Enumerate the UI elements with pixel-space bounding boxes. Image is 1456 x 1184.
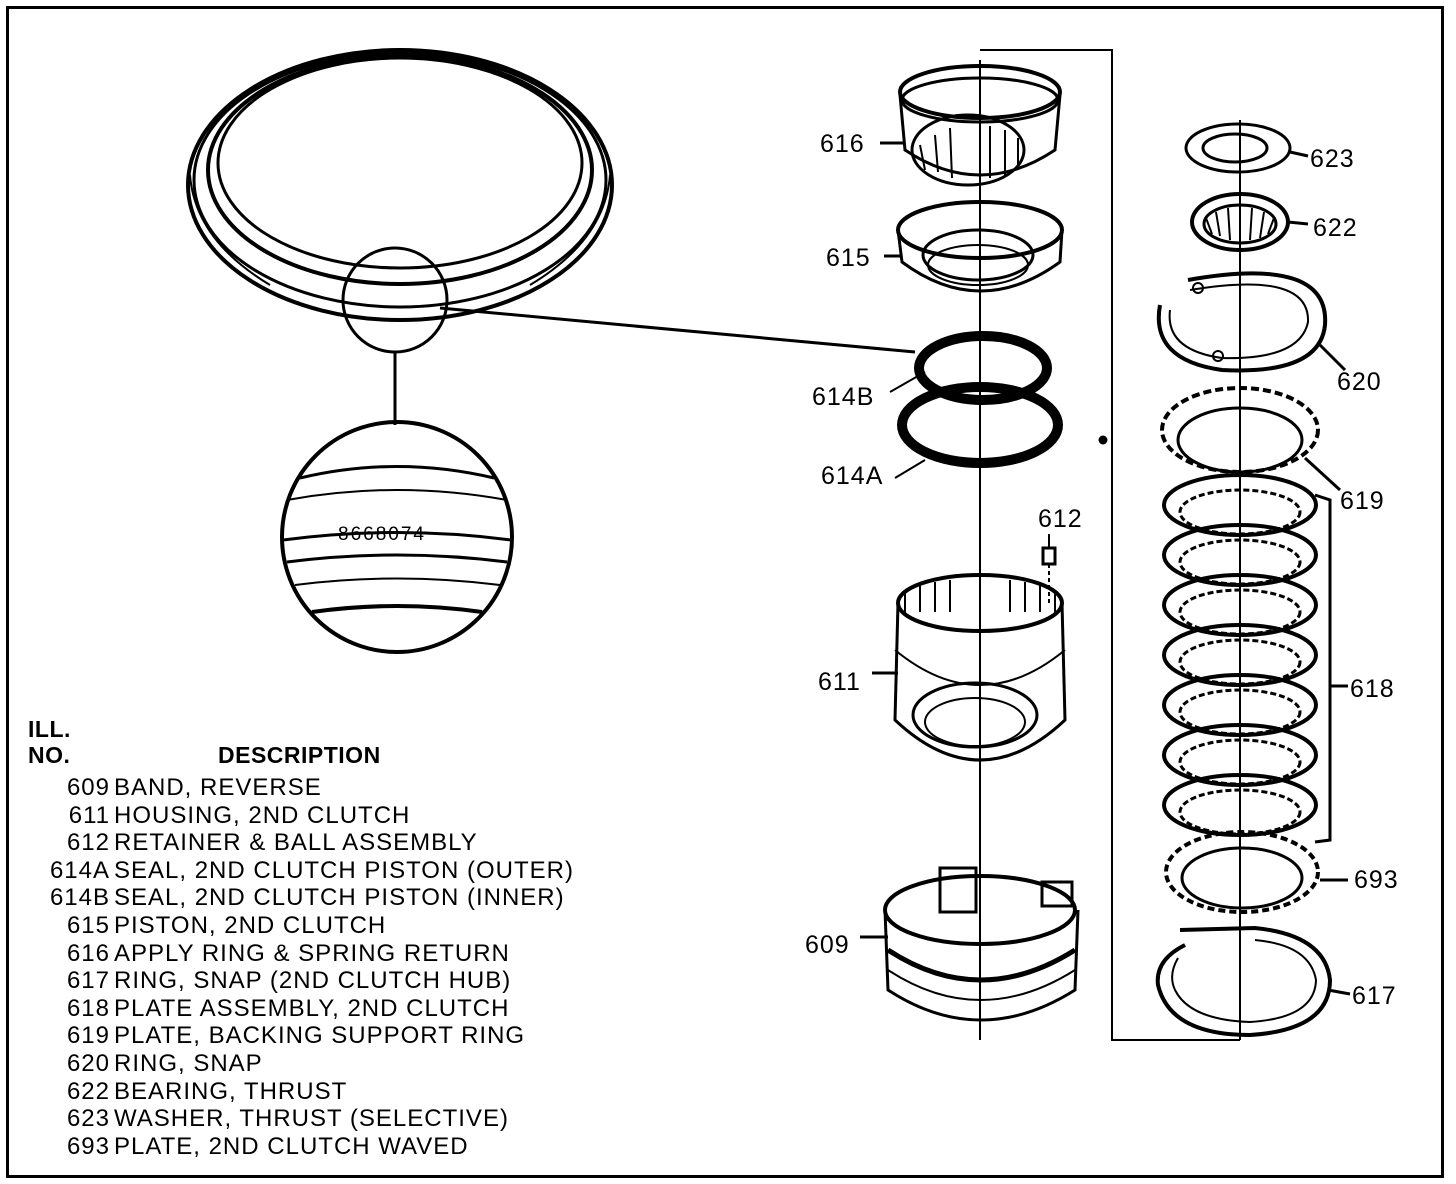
legend-item-number: 620 xyxy=(66,1049,110,1077)
legend-item-description: WASHER, THRUST (SELECTIVE) xyxy=(114,1105,509,1133)
legend-item-description: SEAL, 2ND CLUTCH PISTON (OUTER) xyxy=(114,856,574,884)
seal-number-label: 8668074 xyxy=(338,524,426,545)
legend-item-number: 693 xyxy=(66,1132,110,1160)
legend-item-description: PLATE, BACKING SUPPORT RING xyxy=(114,1022,526,1050)
part-618-plate-assembly xyxy=(1162,473,1348,844)
legend-header-description: DESCRIPTION xyxy=(218,742,381,768)
callout-623: 623 xyxy=(1310,145,1355,173)
part-622-bearing xyxy=(1190,192,1309,252)
legend-item-description: PISTON, 2ND CLUTCH xyxy=(114,911,387,939)
legend-header-ill: ILL. xyxy=(28,716,71,742)
legend-item-number: 619 xyxy=(66,1022,110,1050)
legend-item-number: 616 xyxy=(66,939,110,967)
legend-item-description: RETAINER & BALL ASSEMBLY xyxy=(114,829,478,857)
legend-item-number: 617 xyxy=(66,967,110,995)
callout-620: 620 xyxy=(1337,368,1382,396)
legend-header-no: NO. xyxy=(28,742,71,768)
legend-item-number: 622 xyxy=(66,1077,110,1105)
detail-magnifier xyxy=(341,246,916,425)
legend-item-description: APPLY RING & SPRING RETURN xyxy=(114,939,510,967)
part-611-housing xyxy=(872,573,1067,762)
legend-item-number: 618 xyxy=(66,994,110,1022)
callout-609: 609 xyxy=(805,931,850,959)
legend-item-description: BAND, REVERSE xyxy=(114,774,322,801)
part-612-retainer xyxy=(1041,534,1057,605)
seal-ring-large xyxy=(186,48,614,322)
legend-item-description: RING, SNAP (2ND CLUTCH HUB) xyxy=(114,967,512,995)
legend-item-number: 614A xyxy=(49,856,110,884)
callout-622: 622 xyxy=(1313,214,1358,242)
part-616-apply-ring xyxy=(880,64,1062,187)
detail-sphere xyxy=(280,420,514,654)
part-619-backing-plate xyxy=(1160,386,1342,492)
part-623-washer xyxy=(1184,122,1309,174)
part-614B-seal xyxy=(889,331,1052,405)
part-615-piston xyxy=(884,200,1064,293)
callout-616: 616 xyxy=(820,130,865,158)
part-617-snap-ring xyxy=(1155,925,1351,1038)
legend-item-description: PLATE ASSEMBLY, 2ND CLUTCH xyxy=(114,994,510,1022)
part-620-snap-ring xyxy=(1156,271,1347,373)
callout-614B: 614B xyxy=(812,383,874,411)
legend-item-description: BEARING, THRUST xyxy=(114,1077,348,1105)
callout-611: 611 xyxy=(818,668,861,696)
part-614A-seal xyxy=(894,382,1063,479)
callout-614A: 614A xyxy=(821,462,883,490)
legend-item-number: 609 xyxy=(66,774,110,801)
legend-item-description: PLATE, 2ND CLUTCH WAVED xyxy=(114,1132,469,1160)
legend-item-number: 612 xyxy=(66,829,110,857)
legend-item-number: 614B xyxy=(49,884,110,912)
legend-item-description: HOUSING, 2ND CLUTCH xyxy=(114,801,411,829)
callout-618: 618 xyxy=(1350,675,1395,703)
callout-615: 615 xyxy=(826,244,871,272)
legend-item-description: SEAL, 2ND CLUTCH PISTON (INNER) xyxy=(114,884,565,912)
legend-header: NO. DESCRIPTION xyxy=(28,742,574,768)
part-609-band xyxy=(860,866,1080,1022)
callout-617: 617 xyxy=(1352,982,1397,1010)
legend-item-number: 623 xyxy=(66,1105,110,1133)
part-693-waved-plate xyxy=(1164,830,1348,914)
callout-693: 693 xyxy=(1354,866,1399,894)
callout-612: 612 xyxy=(1038,505,1083,533)
legend-item-number: 615 xyxy=(66,911,110,939)
legend-item-number: 611 xyxy=(68,801,110,829)
page-border xyxy=(6,6,1444,1178)
legend-item-description: RING, SNAP xyxy=(114,1049,263,1077)
callout-619: 619 xyxy=(1340,487,1385,515)
